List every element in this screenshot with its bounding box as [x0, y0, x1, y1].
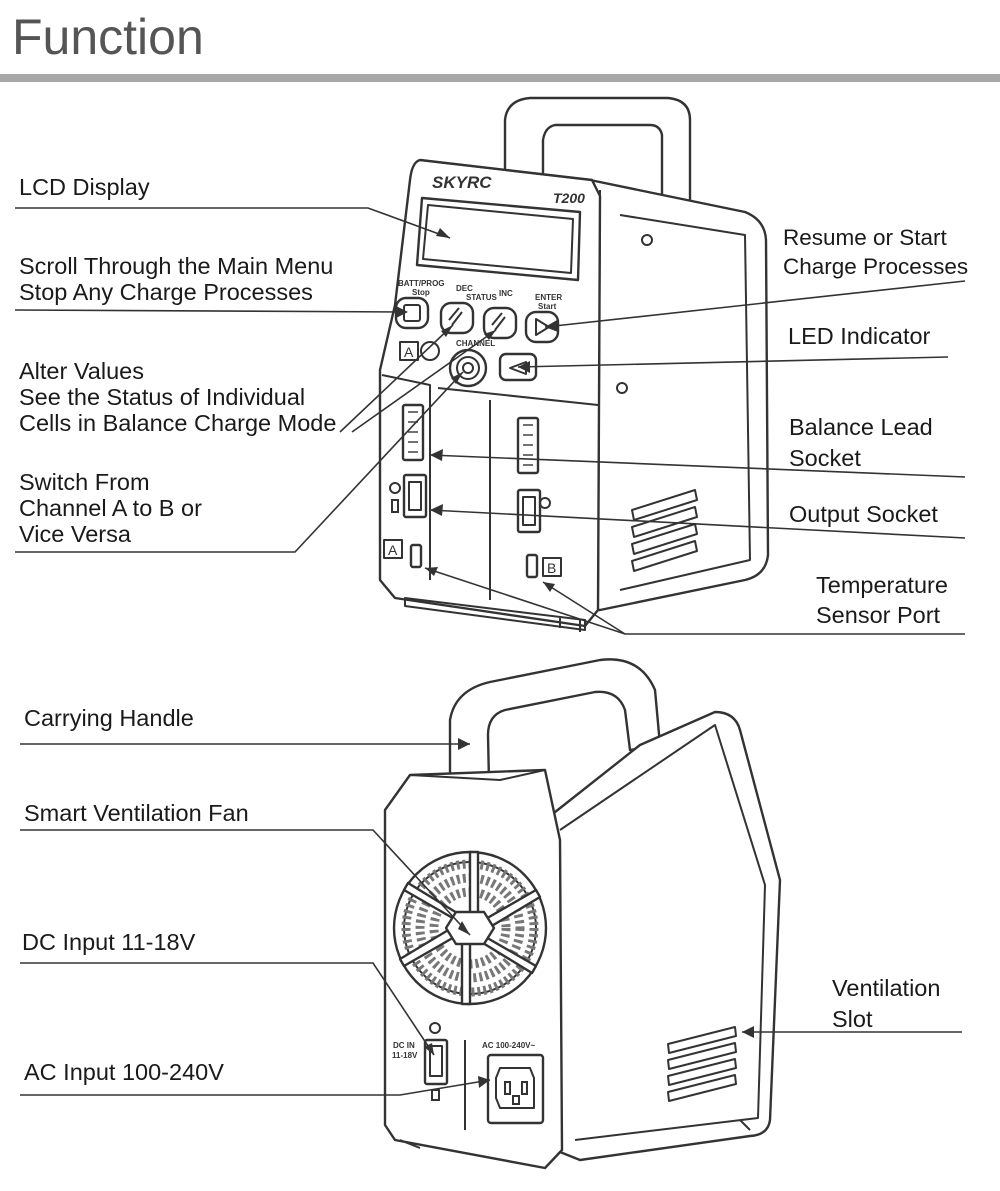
- svg-text:DEC: DEC: [456, 284, 473, 293]
- channel-a-indicator: A: [399, 341, 440, 361]
- output-socket-a[interactable]: [389, 473, 428, 519]
- title-divider: [0, 74, 1000, 82]
- label-lcd-display: LCD Display: [19, 174, 150, 200]
- model-name: T200: [553, 190, 585, 206]
- svg-text:B: B: [547, 560, 556, 576]
- enter-button[interactable]: [524, 310, 560, 344]
- label-led-indicator: LED Indicator: [788, 323, 931, 349]
- label-dc-input: DC Input 11-18V: [22, 929, 196, 955]
- label-switch-channel: Switch From Channel A to B or Vice Versa: [19, 469, 202, 547]
- page-title: Function: [12, 9, 204, 65]
- label-ventilation-slot: Ventilation Slot: [832, 975, 941, 1032]
- back-side-vent-slots: [667, 1026, 737, 1102]
- label-output-socket: Output Socket: [789, 501, 938, 527]
- back-view: DC IN 11-18V AC 100-240V~: [383, 658, 782, 1170]
- lcd-screen: [415, 196, 582, 282]
- label-smart-ventilation-fan: Smart Ventilation Fan: [24, 800, 249, 826]
- temperature-port-a[interactable]: A: [383, 539, 423, 569]
- back-side-panel: [543, 710, 782, 1162]
- svg-text:BATT/PROG: BATT/PROG: [398, 279, 445, 288]
- arrow-heads: [396, 228, 754, 1088]
- svg-text:DC IN: DC IN: [393, 1041, 415, 1050]
- inc-button[interactable]: [482, 306, 518, 340]
- svg-text:INC: INC: [499, 289, 513, 298]
- svg-text:11-18V: 11-18V: [392, 1051, 418, 1060]
- leader-lines: [14, 207, 966, 1096]
- svg-text:Stop: Stop: [412, 288, 430, 297]
- label-alter-values: Alter Values See the Status of Individua…: [19, 358, 337, 436]
- label-carrying-handle: Carrying Handle: [24, 705, 194, 731]
- front-side-panel: [586, 178, 770, 612]
- label-temperature-sensor-port: Temperature Sensor Port: [816, 572, 948, 628]
- label-scroll-main-menu: Scroll Through the Main Menu Stop Any Ch…: [19, 253, 334, 305]
- temperature-port-b[interactable]: B: [525, 553, 562, 579]
- balance-socket-a[interactable]: [401, 403, 425, 462]
- label-balance-lead-socket: Balance Lead Socket: [789, 414, 933, 471]
- output-socket-b[interactable]: [516, 488, 551, 534]
- dec-button[interactable]: [439, 301, 475, 335]
- svg-text:A: A: [404, 344, 414, 360]
- brand-logo: SKYRC: [432, 173, 492, 192]
- svg-text:AC 100-240V~: AC 100-240V~: [482, 1041, 535, 1050]
- svg-text:A: A: [388, 542, 398, 558]
- svg-text:STATUS: STATUS: [466, 293, 497, 302]
- label-ac-input: AC Input 100-240V: [24, 1059, 224, 1085]
- svg-text:ENTER: ENTER: [535, 293, 562, 302]
- front-side-vent-slots: [631, 489, 698, 572]
- balance-socket-b[interactable]: [516, 416, 540, 475]
- ac-input-socket[interactable]: [486, 1053, 545, 1125]
- smart-ventilation-fan: [392, 850, 548, 1006]
- label-resume-start: Resume or Start Charge Processes: [783, 225, 969, 279]
- svg-text:Start: Start: [538, 302, 557, 311]
